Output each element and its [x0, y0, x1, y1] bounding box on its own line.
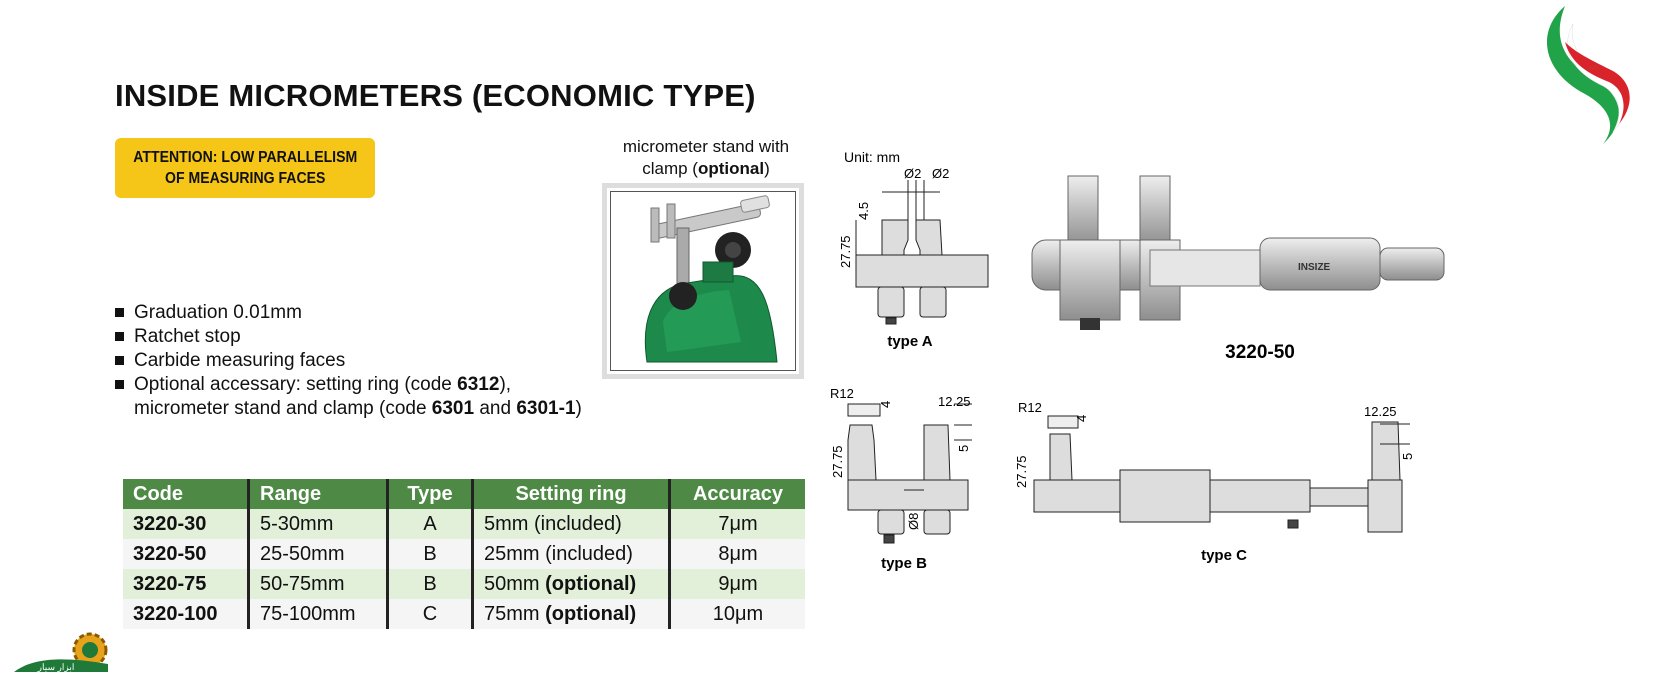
feature-text: Graduation 0.01mm — [134, 302, 302, 323]
type-c-dim-hh: 27.75 — [1014, 455, 1029, 488]
type-a-dim-d1: Ø2 — [904, 166, 921, 181]
type-a-label: type A — [887, 333, 932, 350]
feature-text: ), — [499, 374, 512, 395]
type-b-dim-h: 5 — [956, 445, 971, 452]
type-b-label: type B — [881, 555, 927, 572]
cell-type: C — [386, 599, 473, 629]
ring-text: 25mm (included) — [484, 542, 633, 565]
product-code-label: 3220-50 — [1225, 342, 1295, 363]
flag-logo: ﷲ — [1546, 6, 1630, 144]
table-row: 3220-30 5-30mm A 5mm (included) 7μm — [123, 509, 805, 539]
table-row: 3220-100 75-100mm C 75mm (optional) 10μm — [123, 599, 805, 629]
cell-type: A — [386, 509, 473, 539]
type-c-label: type C — [1201, 547, 1247, 564]
cell-range: 50-75mm — [247, 569, 388, 599]
column-header-accuracy: Accuracy — [668, 479, 805, 509]
type-c-drawing — [1033, 415, 1410, 533]
abzar-sayar-logo: ابزار سیار — [14, 632, 108, 673]
column-header-range: Range — [247, 479, 388, 509]
ring-text: 5mm (included) — [484, 512, 622, 535]
spec-table: Code Range Type Setting ring Accuracy 32… — [123, 479, 805, 629]
feature-text: micrometer stand and clamp (code — [134, 398, 432, 419]
feature-list: Graduation 0.01mm Ratchet stop Carbide m… — [115, 301, 582, 421]
feature-item: Graduation 0.01mm — [115, 301, 582, 325]
type-b-dim-r: R12 — [830, 386, 854, 401]
stand-caption-line-1: micrometer stand with — [622, 137, 790, 156]
type-b-drawing — [847, 403, 972, 544]
ring-text: 75mm — [484, 602, 546, 625]
ring-text: 50mm — [484, 572, 546, 595]
cell-range: 75-100mm — [247, 599, 388, 629]
type-b-dim-d: 12.25 — [938, 394, 971, 409]
setting-ring-code: 6312 — [457, 374, 500, 395]
stand-caption-mid: clamp ( — [642, 159, 698, 178]
unit-label: Unit: mm — [844, 149, 900, 165]
stand-caption: micrometer stand with clamp (optional) — [596, 136, 816, 180]
attention-line-1: ATTENTION: LOW PARALLELISM — [133, 149, 357, 166]
type-a-dim-h2: 27.75 — [838, 235, 853, 268]
type-c-dim-w: 4 — [1074, 415, 1089, 422]
cell-range: 5-30mm — [247, 509, 388, 539]
column-header-type: Type — [386, 479, 473, 509]
micrometer-photo: INSIZE — [1031, 175, 1445, 330]
column-header-code: Code — [123, 479, 249, 509]
cell-accuracy: 8μm — [668, 539, 805, 569]
cell-accuracy: 9μm — [668, 569, 805, 599]
cell-code: 3220-100 — [123, 599, 249, 629]
feature-item: Carbide measuring faces — [115, 349, 582, 373]
cell-setting-ring: 5mm (included) — [471, 509, 670, 539]
type-c-dim-h: 5 — [1400, 453, 1415, 460]
cell-accuracy: 7μm — [668, 509, 805, 539]
bullet-icon — [115, 380, 124, 389]
stand-caption-post: ) — [764, 159, 770, 178]
cell-setting-ring: 75mm (optional) — [471, 599, 670, 629]
stand-code: 6301 — [431, 398, 475, 419]
table-row: 3220-50 25-50mm B 25mm (included) 8μm — [123, 539, 805, 569]
feature-text: and — [474, 398, 517, 419]
bullet-icon — [115, 332, 124, 341]
type-b-dim-hh: 27.75 — [830, 445, 845, 478]
feature-item: Ratchet stop — [115, 325, 582, 349]
type-a-dim-d2: Ø2 — [932, 166, 949, 181]
type-c-dim-r: R12 — [1018, 400, 1042, 415]
column-header-setting-ring: Setting ring — [471, 479, 670, 509]
type-a-dim-h1: 4.5 — [856, 202, 871, 220]
feature-text: ) — [575, 398, 582, 419]
cell-setting-ring: 50mm (optional) — [471, 569, 670, 599]
feature-text: Optional accessary: setting ring (code — [134, 374, 458, 395]
attention-badge: ATTENTION: LOW PARALLELISM OF MEASURING … — [115, 138, 375, 198]
cell-range: 25-50mm — [247, 539, 388, 569]
page-title: INSIDE MICROMETERS (ECONOMIC TYPE) — [115, 78, 756, 113]
type-b-dim-w: 4 — [878, 401, 893, 408]
brand-text: INSIZE — [1298, 262, 1331, 273]
type-b-dim-dia: Ø8 — [906, 513, 921, 530]
type-c-dim-d: 12.25 — [1364, 404, 1397, 419]
logo-text: ابزار سیار — [37, 662, 75, 673]
bullet-icon — [115, 308, 124, 317]
ring-text-bold: (optional) — [545, 602, 637, 625]
feature-item: Optional accessary: setting ring (code 6… — [115, 373, 582, 421]
stand-caption-bold: optional — [697, 159, 765, 178]
cell-setting-ring: 25mm (included) — [471, 539, 670, 569]
ring-text-bold: (optional) — [545, 572, 637, 595]
clamp-code: 6301-1 — [516, 398, 576, 419]
bullet-icon — [115, 356, 124, 365]
feature-text: Ratchet stop — [134, 326, 241, 347]
cell-code: 3220-75 — [123, 569, 249, 599]
stand-photo — [602, 183, 804, 379]
feature-text: Carbide measuring faces — [134, 350, 346, 371]
stand-illustration — [644, 195, 778, 363]
cell-code: 3220-50 — [123, 539, 249, 569]
attention-line-2: OF MEASURING FACES — [164, 170, 326, 187]
cell-accuracy: 10μm — [668, 599, 805, 629]
cell-type: B — [386, 539, 473, 569]
cell-type: B — [386, 569, 473, 599]
technical-drawings: Unit: mm Ø2 Ø2 4.5 27.75 type A INSIZE 3… — [830, 149, 1445, 572]
table-row: 3220-75 50-75mm B 50mm (optional) 9μm — [123, 569, 805, 599]
table-header-row: Code Range Type Setting ring Accuracy — [123, 479, 805, 509]
cell-code: 3220-30 — [123, 509, 249, 539]
type-a-drawing — [855, 180, 989, 325]
